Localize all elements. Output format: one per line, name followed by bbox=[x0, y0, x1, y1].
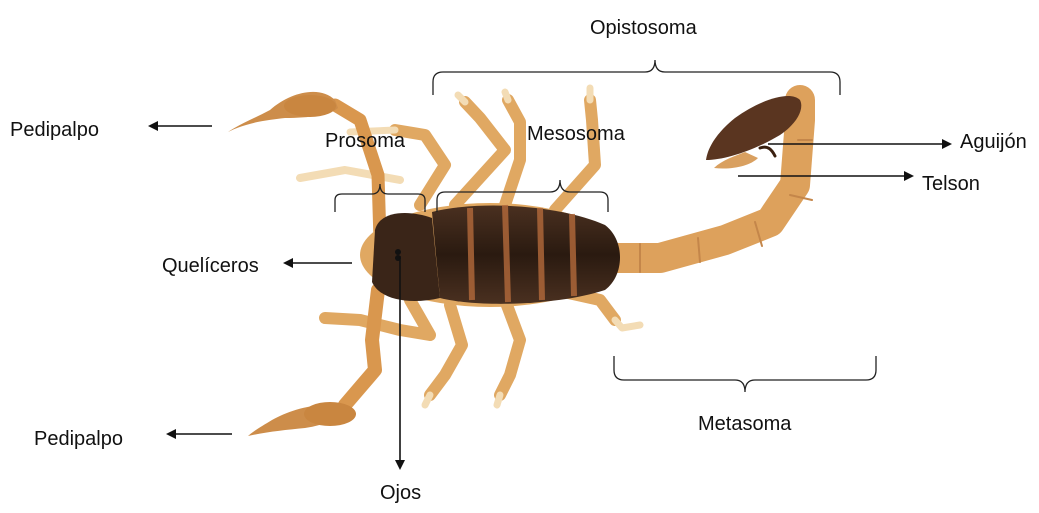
pedipalp-bottom-arm bbox=[345, 290, 378, 405]
opistosoma-bracket bbox=[433, 60, 840, 95]
label-ojos: Ojos bbox=[380, 483, 421, 503]
body bbox=[360, 203, 620, 307]
label-mesosoma: Mesosoma bbox=[527, 124, 625, 144]
prosoma-carapace bbox=[372, 213, 440, 301]
label-aguijon: Aguijón bbox=[960, 132, 1027, 152]
mesosoma-dorsal bbox=[432, 206, 620, 304]
leg-2-bottom bbox=[430, 305, 462, 395]
label-queliceros: Quelíceros bbox=[162, 256, 259, 276]
leg-3-bottom bbox=[500, 300, 520, 395]
label-metasoma: Metasoma bbox=[698, 414, 791, 434]
label-pedipalpo-bottom: Pedipalpo bbox=[34, 429, 123, 449]
sting-icon bbox=[760, 147, 775, 156]
eye-icon bbox=[395, 249, 401, 255]
label-telson: Telson bbox=[922, 174, 980, 194]
label-opistosoma: Opistosoma bbox=[590, 18, 697, 38]
label-pedipalpo-top: Pedipalpo bbox=[10, 120, 99, 140]
leg-4-top bbox=[555, 100, 595, 210]
tail bbox=[600, 96, 812, 272]
metasoma-bracket bbox=[614, 356, 876, 392]
leg-2-top bbox=[455, 102, 505, 205]
label-prosoma: Prosoma bbox=[325, 131, 405, 151]
